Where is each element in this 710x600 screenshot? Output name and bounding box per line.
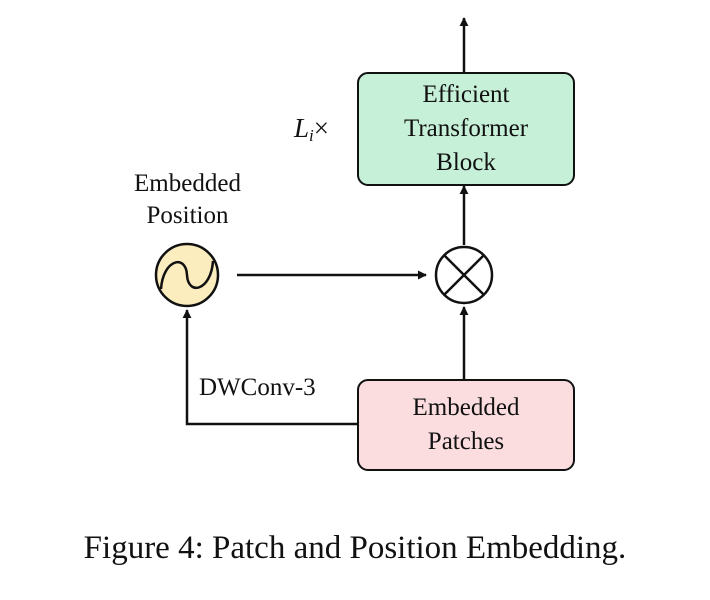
dwconv-label: DWConv-3	[199, 374, 316, 401]
transformer-block-line-3: Block	[436, 149, 496, 176]
sine-wave-circle-icon	[154, 242, 220, 308]
repeat-label: Li×	[294, 112, 329, 152]
repeat-times: ×	[313, 113, 329, 143]
repeat-symbol: L	[294, 113, 310, 143]
position-label-line-2: Position	[146, 202, 229, 229]
embedded-position-label: Embedded Position	[110, 168, 265, 232]
figure-caption: Figure 4: Patch and Position Embedding.	[83, 530, 627, 566]
repeat-subscript: i	[309, 126, 314, 145]
patches-block-line-2: Patches	[427, 428, 505, 455]
position-label-line-1: Embedded	[134, 170, 241, 197]
patches-block-line-1: Embedded	[412, 394, 520, 421]
arrow-dwconv-path	[182, 309, 357, 426]
embedded-patches-block: Embedded Patches	[357, 379, 575, 471]
efficient-transformer-block: Efficient Transformer Block	[357, 72, 575, 186]
transformer-block-line-1: Efficient	[422, 81, 510, 108]
transformer-block-line-2: Transformer	[403, 115, 529, 142]
circled-times-icon	[434, 245, 494, 305]
